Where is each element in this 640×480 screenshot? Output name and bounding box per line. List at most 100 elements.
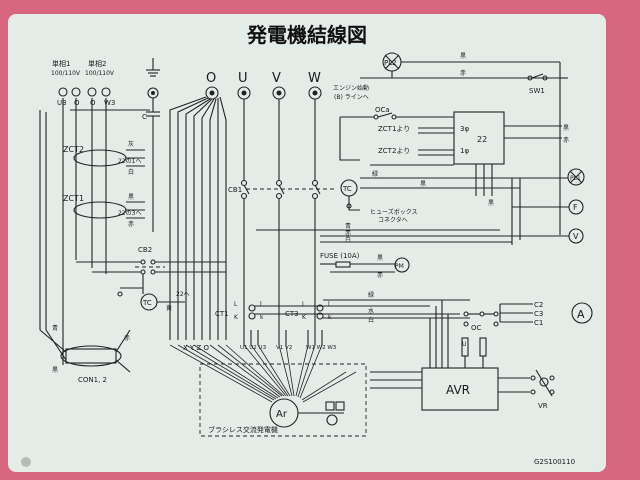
capacitor-label: C xyxy=(142,113,147,121)
avr-wiring xyxy=(370,300,530,393)
wire-color-kuro-con: 黒 xyxy=(52,367,58,374)
wire-color-kuro-22: 黒 xyxy=(563,125,569,132)
wire-color-hai-zct2: 灰 xyxy=(128,140,134,148)
wire-color-midori-ct: 緑 xyxy=(368,291,374,299)
u-windings-label: U1 U2 U3 xyxy=(240,345,267,351)
connector-con12 xyxy=(39,329,131,373)
terminal-o-label: O xyxy=(206,71,216,86)
pl2-label: PL2 xyxy=(384,59,397,67)
zct1-from-label: ZCT1より xyxy=(378,125,410,133)
wire-color-aka-22: 赤 xyxy=(563,137,569,144)
ct1-l2-label: l xyxy=(260,301,262,308)
fuse-box-note-1: ヒューズボックス xyxy=(370,208,418,216)
ammeter-c2-label: C2 xyxy=(534,301,543,309)
connector-label: CON1, 2 xyxy=(78,376,107,384)
fuse-wiring xyxy=(320,263,395,273)
ammeter-label: A xyxy=(577,308,585,321)
wire-color-aka-a: 赤 xyxy=(345,230,351,237)
cb1-label: CB1 xyxy=(228,186,242,194)
pl1-lamp-icon xyxy=(567,168,585,186)
terminal-u-label: U xyxy=(238,71,248,86)
w-windings-label: W1 W2 W3 xyxy=(306,345,337,351)
ammeter-wiring xyxy=(499,303,533,323)
engine-note-2: (B) ラインへ xyxy=(334,94,369,101)
top-signal-wires xyxy=(360,61,568,235)
ammeter-c3-label: C3 xyxy=(534,310,543,318)
ct3-k-label: K xyxy=(302,314,307,321)
wire-color-ao-a: 青 xyxy=(345,222,351,230)
wire-color-ki-tc: 黄 xyxy=(166,304,172,312)
wire-color-shiro-a: 白 xyxy=(345,236,351,244)
tc-cb2-wiring xyxy=(117,274,185,303)
main-wiring xyxy=(169,96,357,403)
outlet-terminals xyxy=(58,87,111,97)
phase-3-label: 3φ xyxy=(460,125,469,133)
ct1-label: CT1 xyxy=(215,310,229,318)
wire-color-shiro-zct2: 白 xyxy=(128,168,134,176)
cb1-breaker xyxy=(240,179,336,200)
outlet-label-single1: 単相1 xyxy=(52,59,70,68)
engine-note-1: エンジン始動 xyxy=(333,84,369,92)
terminal-u3: U3 xyxy=(57,99,67,107)
capacitor-icon xyxy=(146,98,160,128)
oca-contact xyxy=(340,112,454,120)
ammeter-icon xyxy=(571,302,593,324)
v-windings-label: V1 V2 xyxy=(276,345,292,351)
wire-color-ao-con: 青 xyxy=(52,324,58,332)
tc-label-cb1: TC xyxy=(342,185,352,193)
hour-meter-label: PM xyxy=(395,263,404,270)
ct-transformers xyxy=(248,299,470,320)
ct3-l2-label: l xyxy=(328,301,330,308)
hour-meter-icon xyxy=(394,257,410,273)
oc-u-label: U xyxy=(462,341,466,348)
voltmeter-label: V xyxy=(573,232,579,241)
wire-color-aka-fuse: 赤 xyxy=(377,272,383,279)
diagram-panel xyxy=(8,14,606,472)
wire-color-kuro-top: 黒 xyxy=(460,53,466,60)
ct1-k2-label: k xyxy=(260,314,264,321)
wire-color-kuro-fuse: 黒 xyxy=(377,255,383,262)
wire-color-aka-zct1: 赤 xyxy=(128,221,134,228)
ct3-l-label: L xyxy=(302,301,306,308)
wire-color-kuro-a: 黒 xyxy=(420,181,426,188)
wire-color-aka-con: 赤 xyxy=(124,335,130,342)
sw1-label: SW1 xyxy=(529,87,545,95)
terminal-w-label: W xyxy=(308,71,321,86)
relay-22-label: 22 xyxy=(477,135,487,144)
oc-label: OC xyxy=(471,324,482,332)
relay-22-wiring xyxy=(339,117,562,196)
zct2-from-label: ZCT2より xyxy=(378,147,410,155)
outlet-voltage-single2: 100/110V xyxy=(85,70,115,77)
screw-icon xyxy=(21,457,31,467)
xyzo-label: X Y Z O xyxy=(183,344,210,352)
terminal-o-a: O xyxy=(74,99,80,107)
diagram-title: 発電機結線図 xyxy=(246,23,367,47)
cb2-breaker xyxy=(76,259,226,275)
fuse-label: FUSE (10A) xyxy=(320,252,360,260)
zct1-label: ZCT1 xyxy=(63,194,84,203)
brushless-label: ブラシレス交流発電機 xyxy=(208,425,278,434)
ground-icon xyxy=(146,58,160,77)
ct3-k2-label: k xyxy=(328,314,332,321)
serial-number: G2S100110 xyxy=(534,458,575,466)
terminal-v-label: V xyxy=(272,71,281,86)
ammeter-c1-label: C1 xyxy=(534,319,543,327)
vr-potentiometer xyxy=(530,369,555,397)
ct1-k-label: K xyxy=(234,314,239,321)
zct2-to-relay: 22の1ヘ xyxy=(118,158,141,165)
tc-label-cb2: TC xyxy=(142,299,152,307)
wire-color-mizu-ct: 水 xyxy=(368,307,374,315)
zct-wiring xyxy=(39,98,154,365)
zct1-to-relay: 22の3ヘ xyxy=(118,210,141,217)
wire-color-kuro-zct1: 黒 xyxy=(128,194,134,201)
frequency-meter-label: F xyxy=(573,203,578,212)
fuse-box-note-2: コネクタへ xyxy=(378,216,408,224)
avr-label: AVR xyxy=(446,383,470,397)
avr-box xyxy=(421,367,499,411)
meter-wiring xyxy=(256,177,569,245)
rotor-diodes xyxy=(298,401,345,426)
vr-label: VR xyxy=(538,402,548,410)
wire-color-shiro-ct: 白 xyxy=(368,316,374,324)
